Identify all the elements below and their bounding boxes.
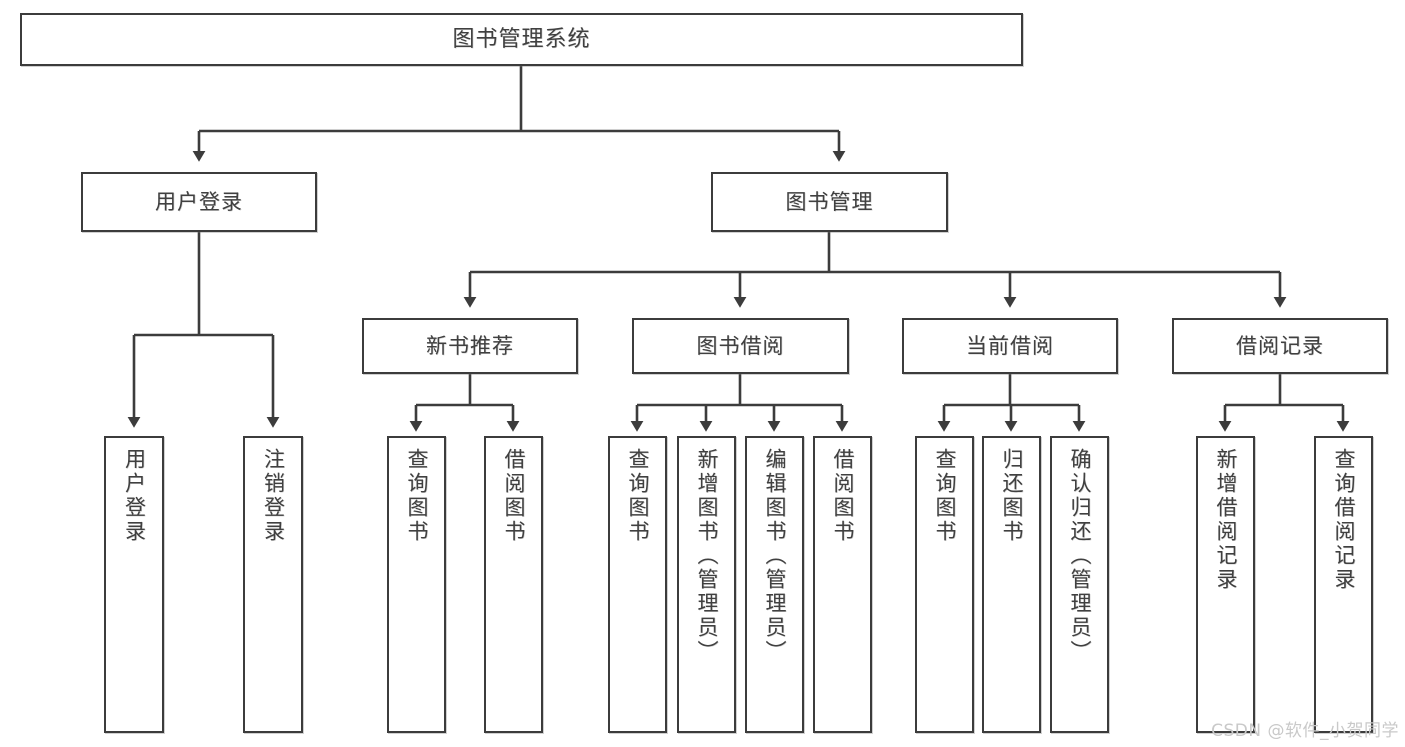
leaf-label: 新增借阅记录 <box>1214 448 1238 592</box>
node-label: 新书推荐 <box>426 333 514 358</box>
leaf-borrow-book-recommend[interactable]: 借阅图书 <box>484 436 543 733</box>
node-label: 借阅记录 <box>1236 333 1324 358</box>
leaf-logout[interactable]: 注销登录 <box>243 436 303 733</box>
leaf-query-book-recommend[interactable]: 查询图书 <box>387 436 446 733</box>
leaf-label: 查询图书 <box>405 448 429 544</box>
node-book-borrow[interactable]: 图书借阅 <box>632 318 849 374</box>
leaf-add-borrow-record[interactable]: 新增借阅记录 <box>1196 436 1255 733</box>
node-label: 图书管理 <box>785 189 874 214</box>
leaf-confirm-return-admin[interactable]: 确认归还（管理员） <box>1050 436 1109 733</box>
node-label: 当前借阅 <box>966 333 1054 358</box>
leaf-label: 借阅图书 <box>502 448 526 544</box>
leaf-label: 借阅图书 <box>831 448 855 544</box>
leaf-label: 归还图书 <box>1000 448 1024 544</box>
node-label: 图书管理系统 <box>452 26 591 52</box>
leaf-user-login[interactable]: 用户登录 <box>104 436 164 733</box>
node-label: 用户登录 <box>155 189 243 214</box>
leaf-borrow-book[interactable]: 借阅图书 <box>813 436 872 733</box>
csdn-watermark: CSDN @软件_小贺同学 <box>1211 721 1399 741</box>
leaf-label: 注销登录 <box>261 448 286 544</box>
leaf-label: 确认归还（管理员） <box>1068 448 1092 664</box>
node-current-borrow[interactable]: 当前借阅 <box>902 318 1118 374</box>
node-borrow-record[interactable]: 借阅记录 <box>1172 318 1388 374</box>
leaf-label: 新增图书（管理员） <box>695 448 719 664</box>
leaf-label: 用户登录 <box>122 448 147 544</box>
leaf-label: 查询借阅记录 <box>1332 448 1356 592</box>
node-book-management[interactable]: 图书管理 <box>711 172 948 232</box>
node-new-book-recommend[interactable]: 新书推荐 <box>362 318 578 374</box>
leaf-return-book[interactable]: 归还图书 <box>982 436 1041 733</box>
leaf-add-book-admin[interactable]: 新增图书（管理员） <box>677 436 736 733</box>
leaf-query-book-current[interactable]: 查询图书 <box>915 436 974 733</box>
node-label: 图书借阅 <box>696 333 785 358</box>
leaf-query-borrow-record[interactable]: 查询借阅记录 <box>1314 436 1373 733</box>
leaf-query-book-borrow[interactable]: 查询图书 <box>608 436 667 733</box>
node-book-management-system[interactable]: 图书管理系统 <box>20 13 1023 66</box>
leaf-edit-book-admin[interactable]: 编辑图书（管理员） <box>745 436 804 733</box>
node-user-login[interactable]: 用户登录 <box>81 172 317 232</box>
leaf-label: 编辑图书（管理员） <box>763 448 787 664</box>
leaf-label: 查询图书 <box>933 448 957 544</box>
leaf-label: 查询图书 <box>626 448 650 544</box>
